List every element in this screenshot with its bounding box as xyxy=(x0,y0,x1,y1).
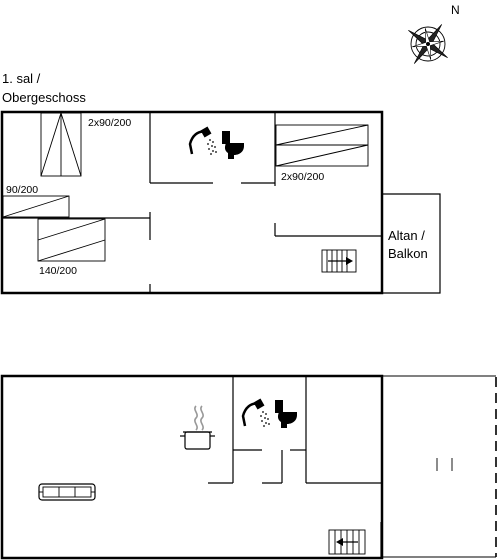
sofa-icon xyxy=(38,483,96,501)
north-label: N xyxy=(451,3,460,17)
toilet-icon xyxy=(275,400,297,428)
bed-2x90-top-right xyxy=(275,124,369,167)
ground-floor-walls xyxy=(0,374,497,560)
bed-label-top-left: 2x90/200 xyxy=(88,117,131,129)
bed-90-single xyxy=(2,195,70,218)
compass-rose-icon xyxy=(408,24,448,64)
shower-icon xyxy=(241,398,270,427)
bed-label-double: 140/200 xyxy=(39,265,77,277)
bed-2x90-top-left xyxy=(40,112,82,177)
balcony-label-line1: Altan / xyxy=(388,228,425,243)
upper-floor-title-line1: 1. sal / xyxy=(2,71,41,86)
upper-floor-title-line2: Obergeschoss xyxy=(2,90,86,105)
upper-floor-walls xyxy=(0,110,441,295)
bed-label-top-right: 2x90/200 xyxy=(281,171,324,183)
cooking-pot-icon xyxy=(180,405,215,450)
balcony-label-line2: Balkon xyxy=(388,246,428,261)
bed-140-double xyxy=(37,218,106,262)
stair-arrow-icon xyxy=(328,529,366,555)
shower-icon xyxy=(188,126,217,155)
bed-label-single: 90/200 xyxy=(6,184,38,196)
stair-arrow-icon xyxy=(321,249,357,273)
toilet-icon xyxy=(222,131,244,159)
